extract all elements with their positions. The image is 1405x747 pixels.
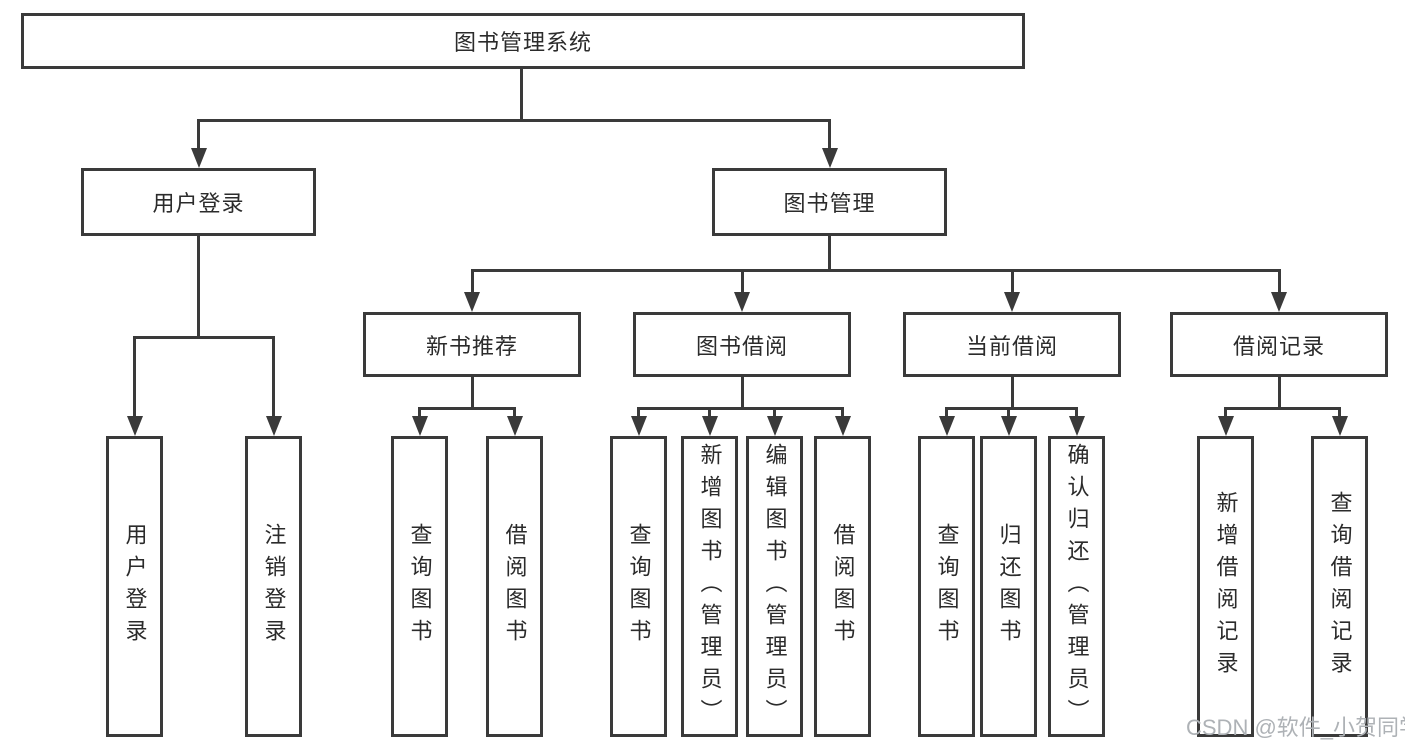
connector-arrow-shaft [1338,408,1341,420]
node-label: 借阅记录 [1232,333,1325,359]
leaf-logout: 注销登录 [245,436,302,737]
leaf-add-book-admin: 新增图书（管理员） [681,436,738,737]
leaf-label: 查询图书 [934,522,960,651]
connector-arrow-shaft [828,120,831,152]
leaf-label: 借阅图书 [830,522,856,651]
node-label: 新书推荐 [425,333,518,359]
connector-line [197,235,200,339]
leaf-label: 查询图书 [626,522,652,651]
node-current-borrowing: 当前借阅 [903,312,1121,377]
connector-arrow-shaft [1277,270,1281,296]
connector-arrow-shaft [272,337,275,420]
connector-line [197,118,831,122]
arrowhead-icon [126,416,143,436]
node-book-management: 图书管理 [712,168,947,236]
node-borrowing-records: 借阅记录 [1170,312,1388,377]
leaf-query-books-current: 查询图书 [918,436,975,737]
leaf-label: 归还图书 [996,522,1022,651]
arrowhead-icon [734,292,750,312]
leaf-label: 编辑图书（管理员） [762,442,788,731]
node-library-management-system: 图书管理系统 [21,13,1025,69]
arrowhead-icon [834,416,851,436]
csdn-watermark: CSDN @软件_小贺同学 [1186,715,1405,740]
connector-line [133,335,275,339]
connector-line [828,235,831,272]
connector-arrow-shaft [418,408,421,420]
connector-line [470,376,474,410]
arrowhead-icon [1217,416,1234,436]
connector-arrow-shaft [197,120,200,152]
connector-arrow-shaft [841,408,844,420]
leaf-label: 用户登录 [122,522,148,651]
leaf-borrow-books: 借阅图书 [814,436,871,737]
arrowhead-icon [265,416,282,436]
leaf-borrow-books-recommend: 借阅图书 [486,436,543,737]
leaf-query-borrow-record: 查询借阅记录 [1311,436,1368,737]
leaf-label: 确认归还（管理员） [1064,442,1090,731]
leaf-label: 查询借阅记录 [1327,490,1353,683]
leaf-confirm-return-admin: 确认归还（管理员） [1048,436,1105,737]
node-new-book-recommendation: 新书推荐 [363,312,581,377]
leaf-label: 查询图书 [407,522,433,651]
connector-line [1010,376,1014,410]
node-label: 当前借阅 [965,333,1058,359]
arrowhead-icon [1271,292,1287,312]
leaf-label: 新增借阅记录 [1213,490,1239,683]
connector-arrow-shaft [470,270,474,296]
arrowhead-icon [1331,416,1348,436]
arrowhead-icon [1004,292,1020,312]
connector-arrow-shaft [637,408,640,420]
leaf-label: 注销登录 [261,522,287,651]
arrowhead-icon [1068,416,1085,436]
connector-arrow-shaft [1224,408,1227,420]
connector-line [418,406,516,410]
connector-line [945,406,1078,410]
node-label: 图书借阅 [695,333,788,359]
connector-line [637,406,844,410]
node-book-borrowing: 图书借阅 [633,312,851,377]
leaf-edit-book-admin: 编辑图书（管理员） [746,436,803,737]
leaf-label: 借阅图书 [502,522,528,651]
connector-line [740,376,744,410]
connector-arrow-shaft [1007,408,1010,420]
connector-arrow-shaft [133,337,136,420]
connector-arrow-shaft [708,408,711,420]
arrowhead-icon [821,148,838,168]
connector-arrow-shaft [740,270,744,296]
connector-arrow-shaft [513,408,516,420]
arrowhead-icon [766,416,783,436]
leaf-add-borrow-record: 新增借阅记录 [1197,436,1254,737]
connector-arrow-shaft [773,408,776,420]
connector-line [470,268,1281,272]
connector-line [1277,376,1281,410]
arrowhead-icon [464,292,480,312]
node-label: 图书管理系统 [453,30,592,55]
leaf-return-book: 归还图书 [980,436,1037,737]
arrowhead-icon [938,416,955,436]
leaf-query-books-borrow: 查询图书 [610,436,667,737]
leaf-label: 新增图书（管理员） [697,442,723,731]
leaf-query-books-recommend: 查询图书 [391,436,448,737]
arrowhead-icon [506,416,523,436]
arrowhead-icon [630,416,647,436]
node-label: 图书管理 [783,191,876,216]
connector-arrow-shaft [1075,408,1078,420]
arrowhead-icon [1000,416,1017,436]
arrowhead-icon [701,416,718,436]
leaf-user-login: 用户登录 [106,436,163,737]
connector-arrow-shaft [945,408,948,420]
connector-line [1224,406,1341,410]
node-user-login: 用户登录 [81,168,316,236]
arrowhead-icon [411,416,428,436]
connector-line [519,68,523,122]
arrowhead-icon [190,148,207,168]
node-label: 用户登录 [152,191,245,216]
connector-arrow-shaft [1010,270,1014,296]
